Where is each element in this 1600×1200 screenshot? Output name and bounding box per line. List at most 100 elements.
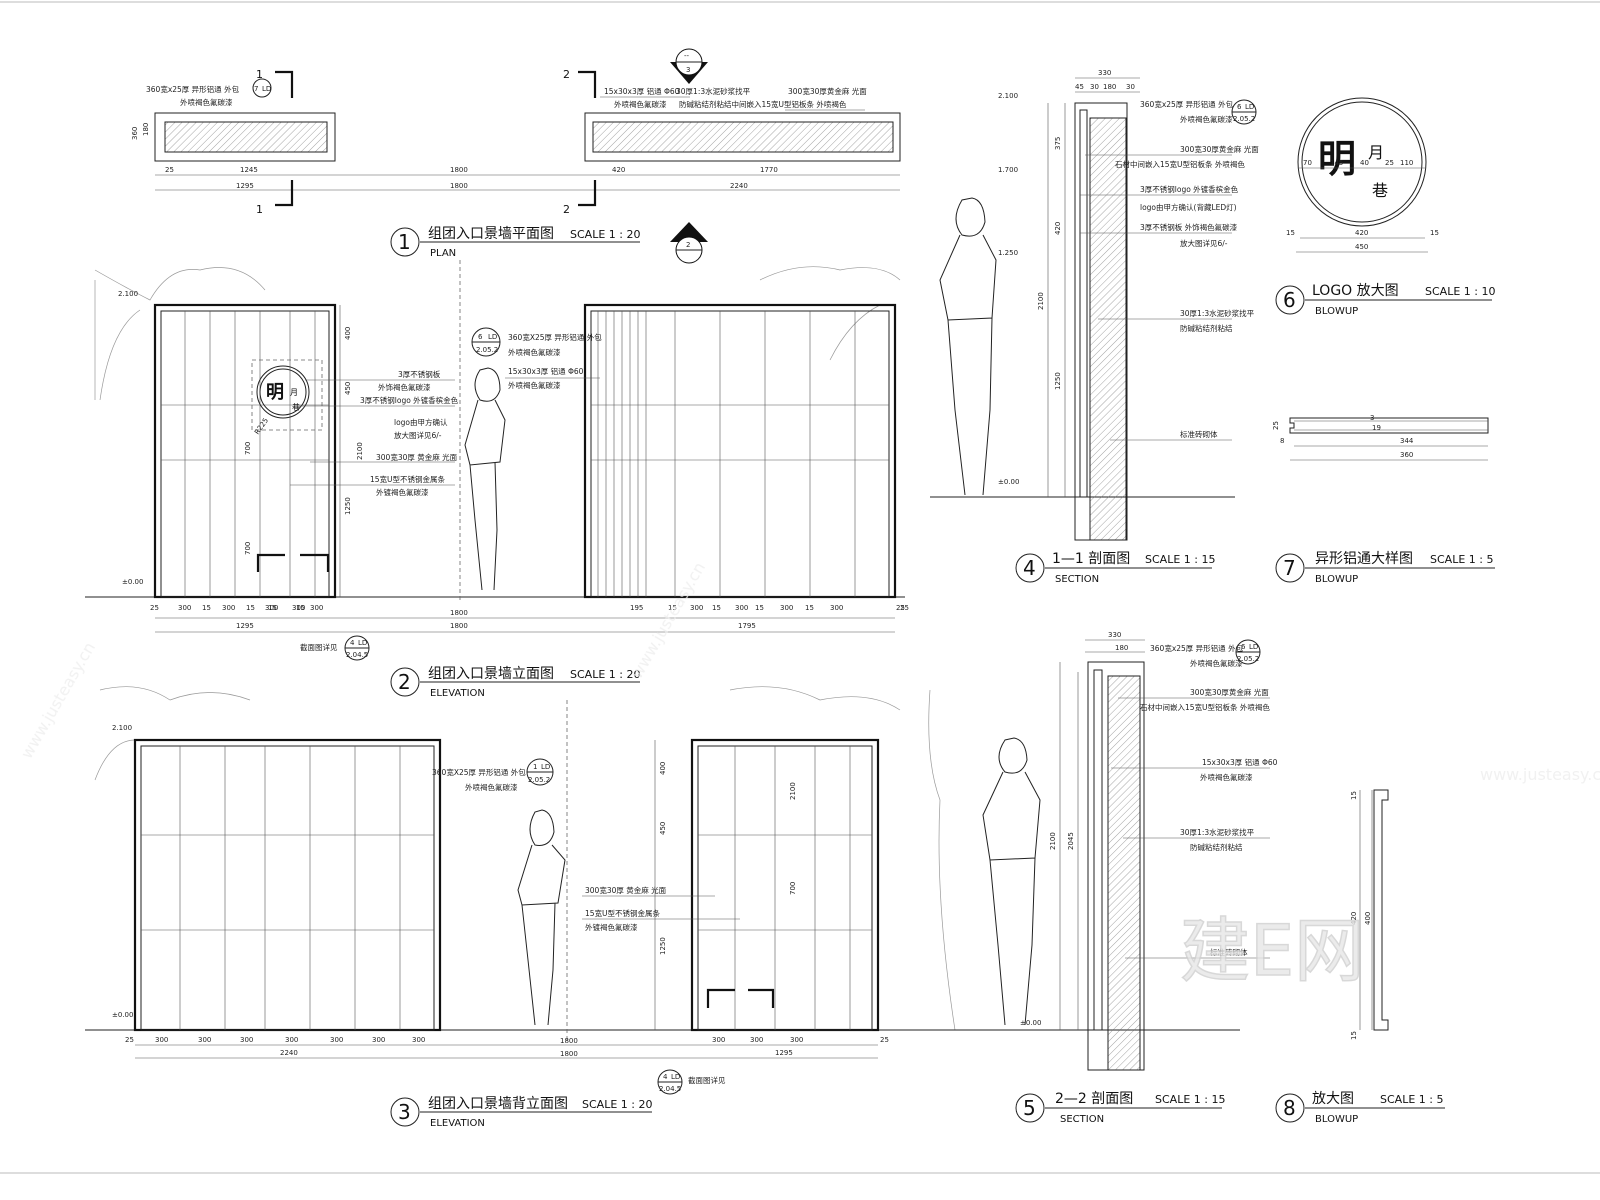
- title-logo-blowup: 6 LOGO 放大图 SCALE 1 : 10 BLOWUP: [1275, 283, 1495, 317]
- svg-text:logo由甲方确认(背藏LED灯): logo由甲方确认(背藏LED灯): [1140, 202, 1237, 212]
- ref-bubble-7[interactable]: 7 LD: [252, 78, 272, 98]
- tree-outline: [94, 686, 956, 1031]
- dimension-label: 15: [268, 604, 277, 612]
- svg-text:BLOWUP: BLOWUP: [1315, 1114, 1358, 1125]
- svg-text:300宽30厚 黄金麻 光面: 300宽30厚 黄金麻 光面: [585, 885, 667, 895]
- svg-text:LD: LD: [671, 1073, 680, 1081]
- svg-text:防碱粘结剂粘结: 防碱粘结剂粘结: [1190, 842, 1243, 852]
- svg-text:LOGO 放大图: LOGO 放大图: [1312, 283, 1399, 299]
- svg-text:3厚不锈钢板 外饰褐色氟碳漆: 3厚不锈钢板 外饰褐色氟碳漆: [1140, 222, 1238, 232]
- dimension-label: 300: [750, 1036, 763, 1044]
- svg-text:2.100: 2.100: [118, 290, 138, 298]
- svg-text:logo由甲方确认: logo由甲方确认: [394, 417, 448, 427]
- svg-text:700: 700: [789, 882, 797, 895]
- svg-text:SECTION: SECTION: [1060, 1114, 1104, 1125]
- svg-text:外喷褐色氟碳漆: 外喷褐色氟碳漆: [1200, 772, 1253, 782]
- svg-text:360宽X25厚 异形铝通 外包: 360宽X25厚 异形铝通 外包: [432, 767, 526, 777]
- dimension-label: 300: [830, 604, 843, 612]
- svg-text:180: 180: [1115, 644, 1128, 652]
- svg-text:1800: 1800: [450, 609, 468, 617]
- svg-text:1250: 1250: [344, 497, 352, 515]
- svg-text:450: 450: [1355, 243, 1368, 251]
- dimension-label: 300: [285, 1036, 298, 1044]
- dimension-label: 300: [178, 604, 191, 612]
- svg-text:2.04.5: 2.04.5: [659, 1085, 681, 1093]
- svg-text:2: 2: [563, 203, 570, 216]
- svg-text:3厚不锈钢logo 外镀香槟金色: 3厚不锈钢logo 外镀香槟金色: [1140, 184, 1239, 194]
- svg-text:1: 1: [398, 230, 411, 254]
- svg-text:1800: 1800: [560, 1037, 578, 1045]
- svg-text:30厚1:3水泥砂浆找平: 30厚1:3水泥砂浆找平: [676, 86, 751, 96]
- tree-outline: [94, 266, 901, 401]
- svg-text:SCALE 1 : 15: SCALE 1 : 15: [1145, 553, 1215, 566]
- svg-text:1—1 剖面图: 1—1 剖面图: [1052, 551, 1130, 567]
- svg-text:25: 25: [1385, 159, 1394, 167]
- svg-text:防碱粘结剂粘结: 防碱粘结剂粘结: [1180, 323, 1233, 333]
- svg-text:15x30x3厚 铝通 Φ60: 15x30x3厚 铝通 Φ60: [508, 366, 584, 376]
- svg-text:30: 30: [1090, 83, 1099, 91]
- svg-text:2: 2: [686, 241, 690, 249]
- dimension-label: 300: [155, 1036, 168, 1044]
- svg-text:2.100: 2.100: [112, 724, 132, 732]
- svg-text:1.250: 1.250: [998, 249, 1018, 257]
- svg-text:外喷褐色氟碳漆: 外喷褐色氟碳漆: [465, 782, 518, 792]
- svg-text:2240: 2240: [280, 1049, 298, 1057]
- profile-blowup-view: 25 3 19 344 360 8: [1272, 414, 1489, 461]
- svg-text:明: 明: [1318, 137, 1356, 181]
- svg-text:建E网: 建E网: [1180, 910, 1364, 992]
- svg-text:标准砖砌体: 标准砖砌体: [1180, 429, 1218, 439]
- svg-text:2.100: 2.100: [998, 92, 1018, 100]
- detail-callout-3[interactable]: -- 3: [670, 48, 708, 84]
- svg-text:330: 330: [1108, 631, 1121, 639]
- title-back-elevation: 3 组团入口景墙背立面图 SCALE 1 : 20 ELEVATION: [390, 1096, 652, 1129]
- svg-text:3: 3: [1370, 414, 1374, 422]
- svg-text:360: 360: [131, 127, 139, 140]
- left-wall-panel: [133, 738, 442, 1032]
- svg-text:SCALE 1 : 5: SCALE 1 : 5: [1380, 1093, 1443, 1106]
- svg-text:1295: 1295: [236, 622, 254, 630]
- section-cut-1: [275, 70, 294, 207]
- detail-callout-2[interactable]: 2: [670, 222, 708, 264]
- svg-text:2045: 2045: [1067, 832, 1075, 850]
- svg-text:SCALE 1 : 20: SCALE 1 : 20: [570, 228, 640, 241]
- svg-text:±0.00: ±0.00: [998, 478, 1019, 486]
- svg-text:375: 375: [1054, 137, 1062, 150]
- svg-text:外饰褐色氟碳漆: 外饰褐色氟碳漆: [378, 382, 431, 392]
- svg-text:SCALE 1 : 15: SCALE 1 : 15: [1155, 1093, 1225, 1106]
- elevation-view: 明 月 巷 R225 2.100 ±0.00 400 450 2100 700 …: [85, 222, 909, 661]
- svg-text:LD: LD: [1249, 643, 1258, 651]
- svg-text:30厚1:3水泥砂浆找平: 30厚1:3水泥砂浆找平: [1180, 308, 1255, 318]
- svg-text:360宽x25厚 异形铝通 外包: 360宽x25厚 异形铝通 外包: [146, 84, 240, 94]
- svg-text:300宽30厚黄金麻 光面: 300宽30厚黄金麻 光面: [788, 86, 867, 96]
- dimension-label: 25: [150, 604, 159, 612]
- svg-text:6: 6: [1241, 643, 1246, 651]
- svg-text:450: 450: [659, 822, 667, 835]
- dimension-label: 300: [292, 604, 305, 612]
- dimension-label: 15: [755, 604, 764, 612]
- back-elevation-view: 2.100 ±0.00 400 450 2100 700 1250 360宽X2…: [85, 686, 1040, 1095]
- svg-text:1295: 1295: [775, 1049, 793, 1057]
- svg-text:SCALE 1 : 20: SCALE 1 : 20: [582, 1098, 652, 1111]
- dimension-label: 15: [712, 604, 721, 612]
- dimension-label: 25: [125, 1036, 134, 1044]
- svg-text:外镀褐色氟碳漆: 外镀褐色氟碳漆: [376, 487, 429, 497]
- svg-text:2.05.2: 2.05.2: [528, 776, 550, 784]
- svg-text:1770: 1770: [760, 166, 778, 174]
- svg-text:420: 420: [1355, 229, 1368, 237]
- door-opening-mark: [256, 553, 330, 572]
- svg-text:5: 5: [1023, 1096, 1036, 1120]
- svg-text:外喷褐色氟碳漆: 外喷褐色氟碳漆: [614, 99, 667, 109]
- svg-text:70: 70: [1303, 159, 1312, 167]
- svg-text:外喷褐色氟碳漆: 外喷褐色氟碳漆: [1180, 114, 1233, 124]
- svg-text:SCALE 1 : 10: SCALE 1 : 10: [1425, 285, 1495, 298]
- svg-text:石材中间嵌入15宽U型铝板条 外喷褐色: 石材中间嵌入15宽U型铝板条 外喷褐色: [1115, 159, 1245, 169]
- dimension-label: 300: [222, 604, 235, 612]
- svg-text:BLOWUP: BLOWUP: [1315, 306, 1358, 317]
- svg-text:2—2 剖面图: 2—2 剖面图: [1055, 1091, 1133, 1107]
